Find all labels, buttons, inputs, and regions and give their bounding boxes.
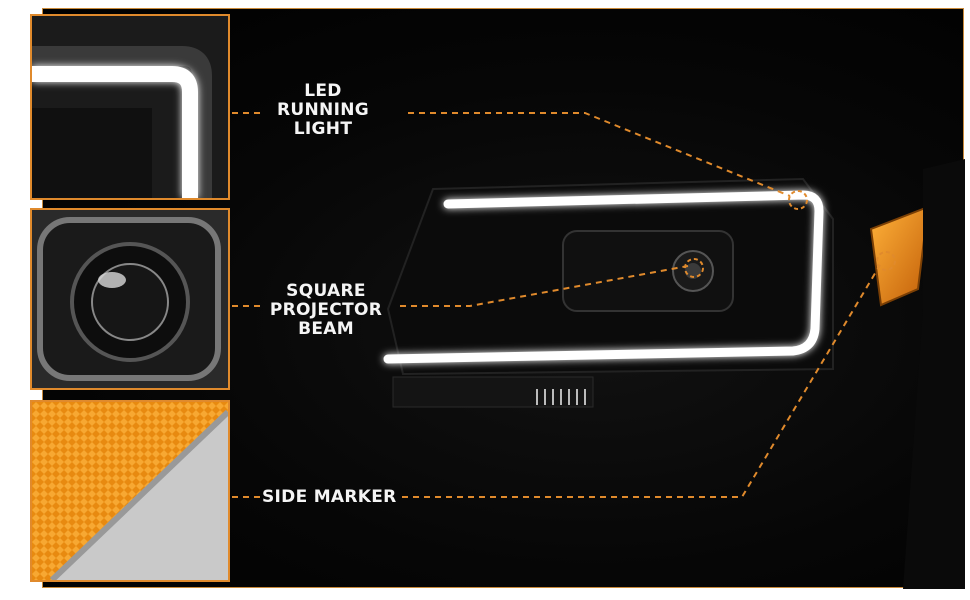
projector-target-marker xyxy=(684,258,704,278)
side-marker-label: SIDE MARKER xyxy=(262,487,397,507)
led-target-marker xyxy=(788,190,808,210)
led-running-light-closeup xyxy=(30,14,230,200)
headlight-illustration xyxy=(383,159,965,589)
side-marker-target-marker xyxy=(876,251,896,271)
side-marker-closeup xyxy=(30,400,230,582)
projector-beam-closeup xyxy=(30,208,230,390)
square-projector-beam-label: SQUARE PROJECTOR BEAM xyxy=(269,281,383,339)
led-running-light-label: LED RUNNING LIGHT xyxy=(277,81,369,139)
